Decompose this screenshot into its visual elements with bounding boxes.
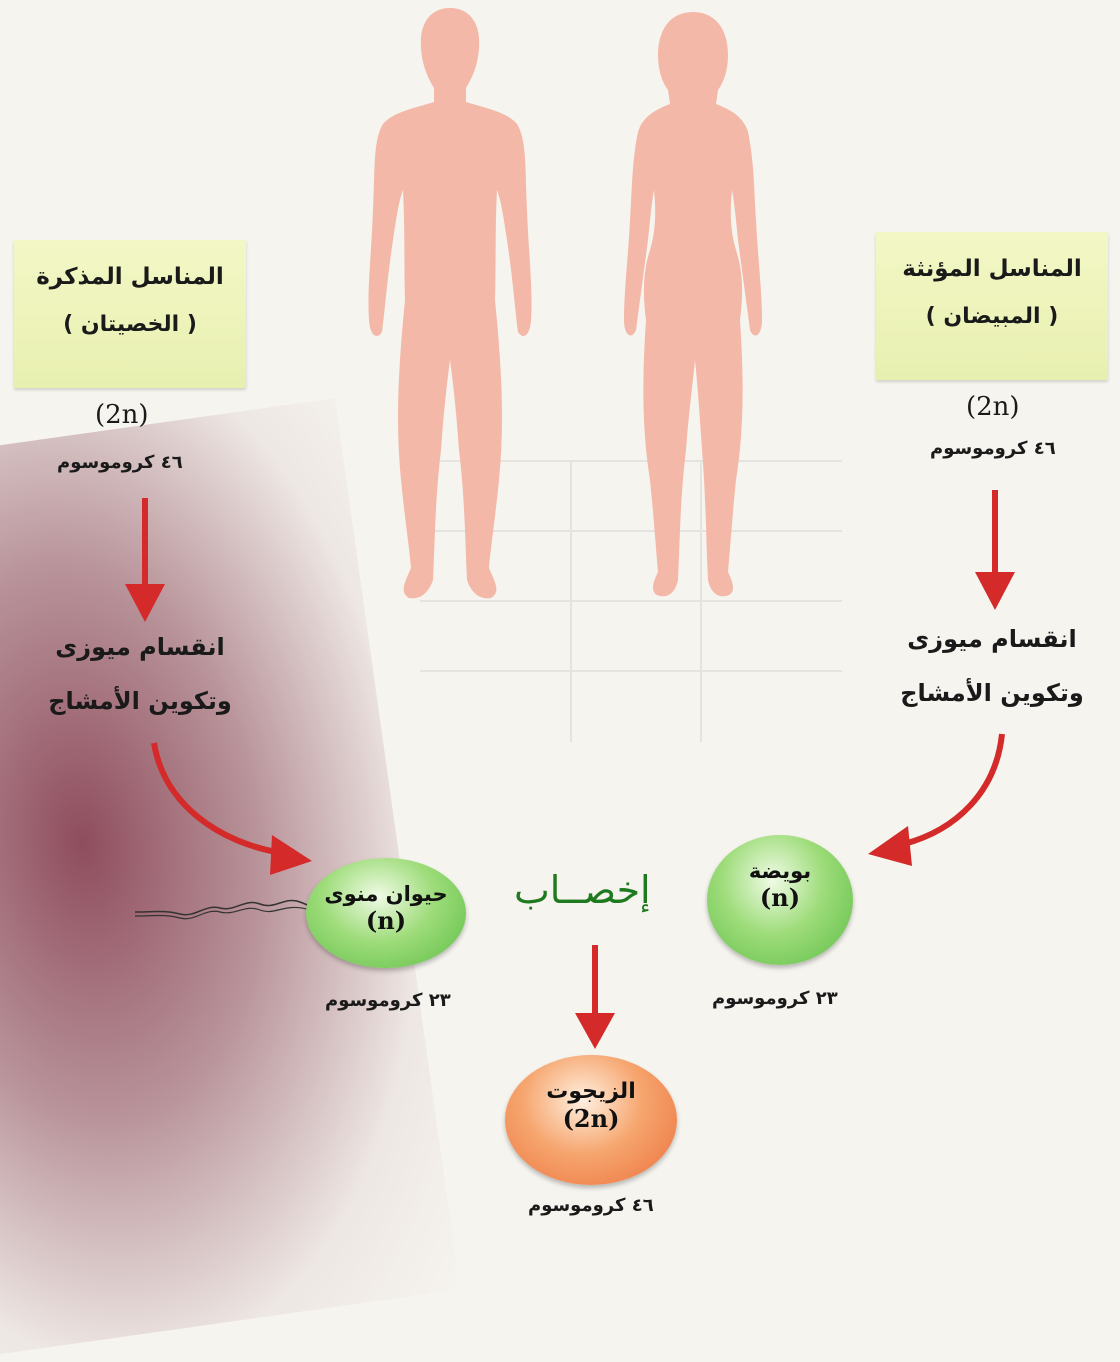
- red-arrow-icon: [140, 735, 320, 885]
- male-gonads-subtitle: ( الخصيتان ): [14, 312, 246, 337]
- female-chromosome-count: ٤٦ كروموسوم: [930, 438, 1056, 459]
- sperm-chromosome-count: ٢٣ كروموسوم: [325, 990, 451, 1011]
- egg-name: بويضة: [707, 859, 853, 883]
- male-body-silhouette-icon: [355, 0, 545, 605]
- zygote-chromosome-count: ٤٦ كروموسوم: [528, 1195, 654, 1216]
- female-meiosis-line1: انقسام ميوزى: [880, 612, 1104, 666]
- male-chromosome-count: ٤٦ كروموسوم: [57, 452, 183, 473]
- sperm-tail-icon: [135, 892, 315, 932]
- red-arrow-icon: [970, 490, 1020, 620]
- female-body-silhouette-icon: [618, 0, 768, 600]
- red-arrow-icon: [860, 726, 1020, 876]
- zygote-cell: الزيجوت (2n): [505, 1055, 677, 1185]
- male-meiosis-line1: انقسام ميوزى: [30, 620, 250, 674]
- male-gonads-label: المناسل المذكرة ( الخصيتان ): [14, 240, 246, 388]
- female-gonads-subtitle: ( المبيضان ): [876, 304, 1108, 329]
- female-meiosis-step: انقسام ميوزى وتكوين الأمشاج: [880, 612, 1104, 720]
- red-arrow-icon: [570, 945, 620, 1055]
- red-arrow-icon: [120, 498, 170, 628]
- sperm-ploidy: (n): [306, 906, 466, 935]
- male-meiosis-line2: وتكوين الأمشاج: [30, 674, 250, 728]
- egg-chromosome-count: ٢٣ كروموسوم: [712, 988, 838, 1009]
- female-gonads-title: المناسل المؤنثة: [876, 256, 1108, 282]
- female-ploidy: (2n): [966, 392, 1020, 422]
- fertilization-label: إخصــاب: [514, 868, 651, 912]
- female-meiosis-line2: وتكوين الأمشاج: [880, 666, 1104, 720]
- male-meiosis-step: انقسام ميوزى وتكوين الأمشاج: [30, 620, 250, 728]
- female-gonads-label: المناسل المؤنثة ( المبيضان ): [876, 232, 1108, 380]
- zygote-name: الزيجوت: [505, 1079, 677, 1104]
- egg-ploidy: (n): [707, 883, 853, 912]
- egg-cell: بويضة (n): [707, 835, 853, 965]
- male-gonads-title: المناسل المذكرة: [14, 264, 246, 290]
- diagram-canvas: المناسل المذكرة ( الخصيتان ) (2n) ٤٦ كرو…: [0, 0, 1120, 1226]
- male-ploidy: (2n): [95, 400, 149, 430]
- sperm-name: حيوان منوى: [306, 882, 466, 906]
- sperm-cell: حيوان منوى (n): [306, 858, 466, 968]
- zygote-ploidy: (2n): [505, 1104, 677, 1133]
